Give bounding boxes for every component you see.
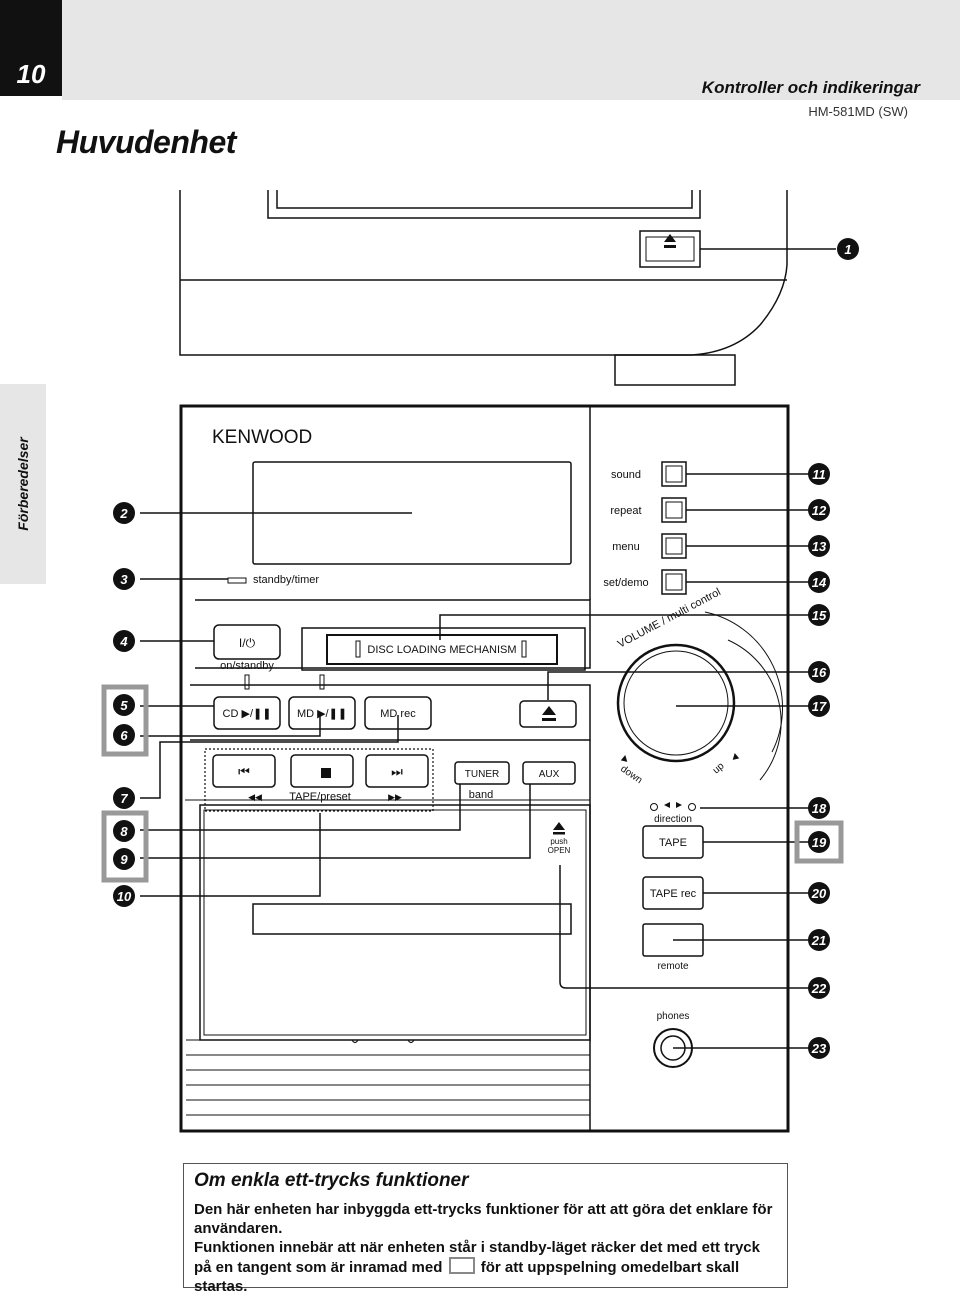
up-label: up: [711, 760, 727, 776]
tape-window: [252, 903, 572, 935]
md-play-button: [288, 696, 356, 730]
callout-23: 23: [808, 1037, 830, 1059]
menu-label: menu: [612, 541, 640, 553]
callout-8: 8: [113, 820, 135, 842]
callout-9: 9: [113, 848, 135, 870]
info-paragraph-1: Den här enheten har inbyggda ett-trycks …: [194, 1201, 773, 1237]
cd-play-button: [213, 696, 281, 730]
prev-button: [212, 754, 276, 788]
callout-5: 5: [113, 694, 135, 716]
frame-square-icon: [448, 1257, 475, 1274]
tuner-label: TUNER: [465, 769, 499, 780]
callout-4: 4: [113, 630, 135, 652]
callout-14: 14: [808, 571, 830, 593]
tape-rec-label: TAPE rec: [650, 888, 697, 900]
sound-label: sound: [611, 469, 641, 481]
callout-11: 11: [808, 463, 830, 485]
top-unit-body: [179, 190, 788, 356]
remote-label: remote: [657, 961, 689, 972]
callout-18: 18: [808, 797, 830, 819]
stop-button: [290, 754, 354, 788]
cd-label: CD ▶/❚❚: [223, 708, 272, 720]
brand-logo: KENWOOD: [212, 427, 312, 448]
set-demo-label: set/demo: [603, 577, 648, 589]
callout-13: 13: [808, 535, 830, 557]
info-paragraph-2b: för att uppspelning omedelbart skall sta…: [194, 1259, 740, 1295]
next-button: [365, 754, 429, 788]
down-label: down: [618, 763, 644, 786]
on-standby-label: on/standby: [220, 660, 274, 672]
standby-timer-label: standby/timer: [253, 574, 319, 586]
callout-20: 20: [808, 882, 830, 904]
side-tab: Förberedelser: [0, 384, 46, 584]
svg-text:◀◀: ◀◀: [248, 792, 262, 802]
volume-label: VOLUME / multi control: [616, 586, 723, 651]
push-label: push: [550, 837, 567, 846]
section-title: Kontroller och indikeringar: [701, 78, 920, 97]
callout-16: 16: [808, 661, 830, 683]
callout-3: 3: [113, 568, 135, 590]
info-title: Om enkla ett-trycks funktioner: [194, 1170, 469, 1191]
md-eject-button: [519, 700, 577, 728]
md-rec-label: MD rec: [380, 708, 416, 720]
model-label: HM-581MD (SW): [808, 104, 908, 119]
callout-7: 7: [113, 787, 135, 809]
svg-text:▶▶: ▶▶: [388, 792, 402, 802]
callout-6: 6: [113, 724, 135, 746]
callout-10: 10: [113, 885, 135, 907]
next-icon: ⏭: [391, 764, 403, 779]
direction-label: direction: [654, 814, 692, 825]
info-paragraph-2a: Funktionen innebär att när enheten står …: [194, 1239, 760, 1276]
callout-17: 17: [808, 695, 830, 717]
info-box: Om enkla ett-trycks funktioner Den här e…: [183, 1163, 788, 1295]
callout-2: 2: [113, 502, 135, 524]
header-bar: [62, 0, 960, 100]
callout-1: 1: [837, 238, 859, 260]
volume-knob: [616, 643, 736, 763]
highlight-5-6: [101, 684, 149, 757]
callout-12: 12: [808, 499, 830, 521]
preset-frame: [204, 748, 434, 812]
highlight-8-9: [101, 810, 149, 883]
page-heading: Huvudenhet: [56, 124, 236, 160]
callout-19: 19: [808, 831, 830, 853]
callout-21: 21: [808, 929, 830, 951]
callout-15: 15: [808, 604, 830, 626]
prev-icon: ⏮: [238, 764, 250, 779]
repeat-label: repeat: [610, 505, 641, 517]
power-symbol: I/⏻: [239, 636, 256, 650]
tuner-button: [454, 761, 510, 785]
md-label: MD ▶/❚❚: [297, 708, 347, 720]
page-number: 10: [0, 0, 62, 96]
power-button: [213, 624, 281, 660]
tape-label: TAPE: [659, 837, 687, 849]
tape-preset-label: TAPE/preset: [289, 791, 351, 803]
band-label: band: [469, 789, 493, 801]
info-paragraph-2: Funktionen innebär att när enheten står …: [194, 1238, 777, 1296]
main-unit-body: [179, 404, 790, 1133]
aux-label: AUX: [539, 769, 560, 780]
open-label: OPEN: [548, 846, 571, 855]
disc-loading-label: DISC LOADING MECHANISM: [367, 644, 516, 656]
phones-label: phones: [657, 1011, 690, 1022]
highlight-19: [794, 820, 844, 864]
disc-loading-window: [326, 634, 558, 665]
callout-22: 22: [808, 977, 830, 999]
aux-button: [522, 761, 576, 785]
